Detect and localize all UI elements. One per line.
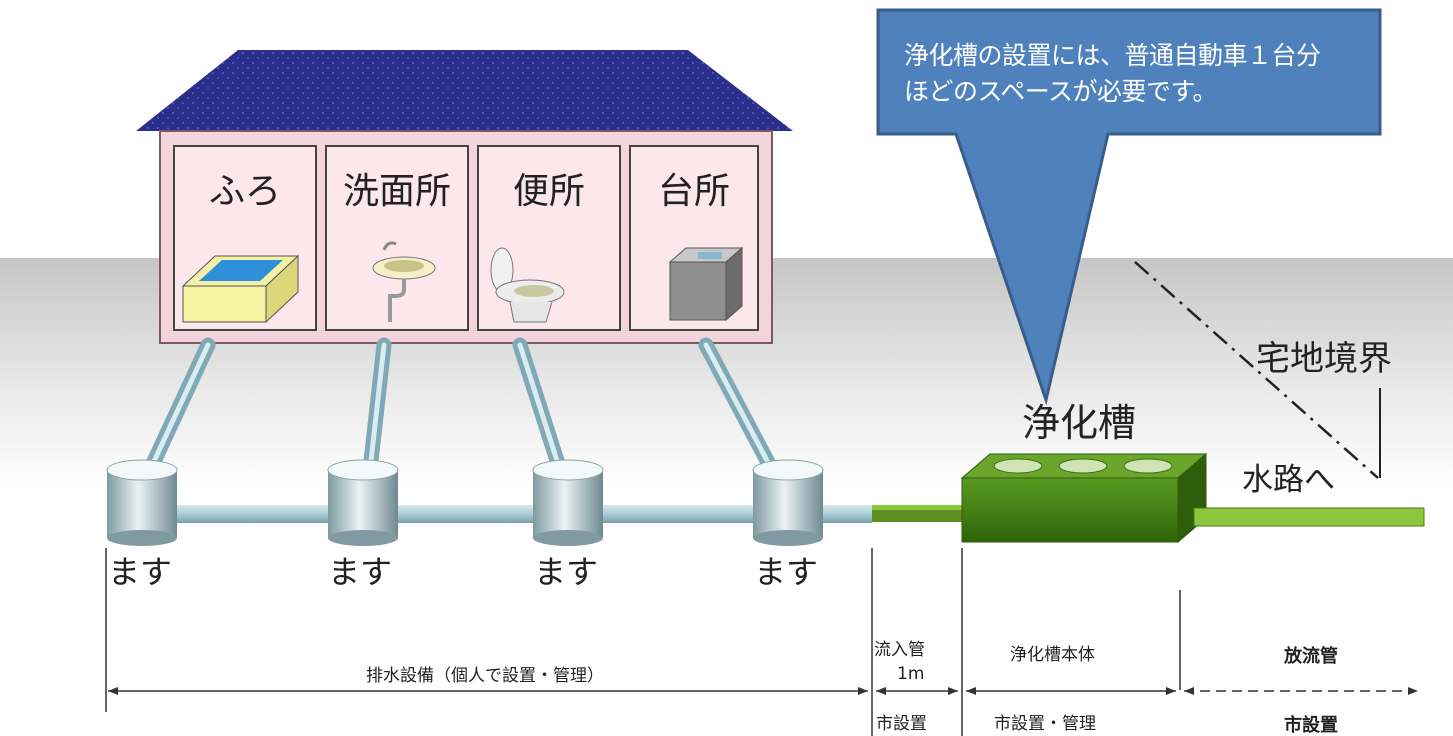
city-install-manage-label: 市設置・管理	[994, 714, 1096, 734]
house-roof	[136, 50, 793, 131]
city-install-right-label: 市設置	[1284, 714, 1338, 736]
masu-2	[327, 459, 399, 546]
room-washroom: 洗面所	[325, 145, 469, 331]
masu-label-1: ます	[108, 553, 172, 591]
room-label-kitchen: 台所	[658, 171, 730, 212]
callout-text: 浄化槽の設置には、普通自動車１台分 ほどのスペースが必要です。	[878, 10, 1380, 134]
masu-1	[106, 459, 178, 546]
room-label-bath: ふろ	[209, 171, 281, 212]
room-toilet: 便所	[477, 145, 621, 331]
inflow-pipe-label: 流入管	[874, 640, 925, 660]
masu-label-3: ます	[534, 553, 598, 591]
kitchen-sink-icon	[668, 246, 744, 322]
discharge-pipe	[1193, 507, 1425, 527]
masu-3	[532, 459, 604, 546]
property-boundary-line	[1134, 261, 1379, 479]
washbasin-icon	[372, 241, 436, 322]
tank-title: 浄化槽	[1022, 401, 1136, 445]
inflow-length-label: 1m	[897, 664, 924, 684]
tank-body-label: 浄化槽本体	[1010, 645, 1095, 665]
callout-bubble	[876, 8, 1382, 406]
callout-line-1: 浄化槽の設置には、普通自動車１台分	[904, 42, 1321, 70]
drainage-label: 排水設備（個人で設置・管理）	[366, 666, 604, 686]
callout-line-2: ほどのスペースが必要です。	[904, 78, 1218, 106]
room-label-washroom: 洗面所	[343, 171, 451, 212]
main-drain-pipe	[140, 505, 872, 523]
boundary-label: 宅地境界	[1256, 339, 1392, 379]
masu-label-4: ます	[754, 553, 818, 591]
bathtub-icon	[181, 254, 300, 324]
septic-tank	[960, 452, 1208, 544]
dimension-lines	[105, 548, 1414, 736]
city-install-label: 市設置	[876, 714, 927, 734]
room-label-toilet: 便所	[513, 171, 585, 212]
masu-label-2: ます	[328, 553, 392, 591]
discharge-pipe-label: 放流管	[1283, 645, 1338, 667]
to-waterway-label: 水路へ	[1242, 462, 1335, 498]
masu-4	[752, 459, 824, 546]
dimension-arrows	[108, 687, 1418, 695]
toilet-icon	[490, 247, 565, 323]
